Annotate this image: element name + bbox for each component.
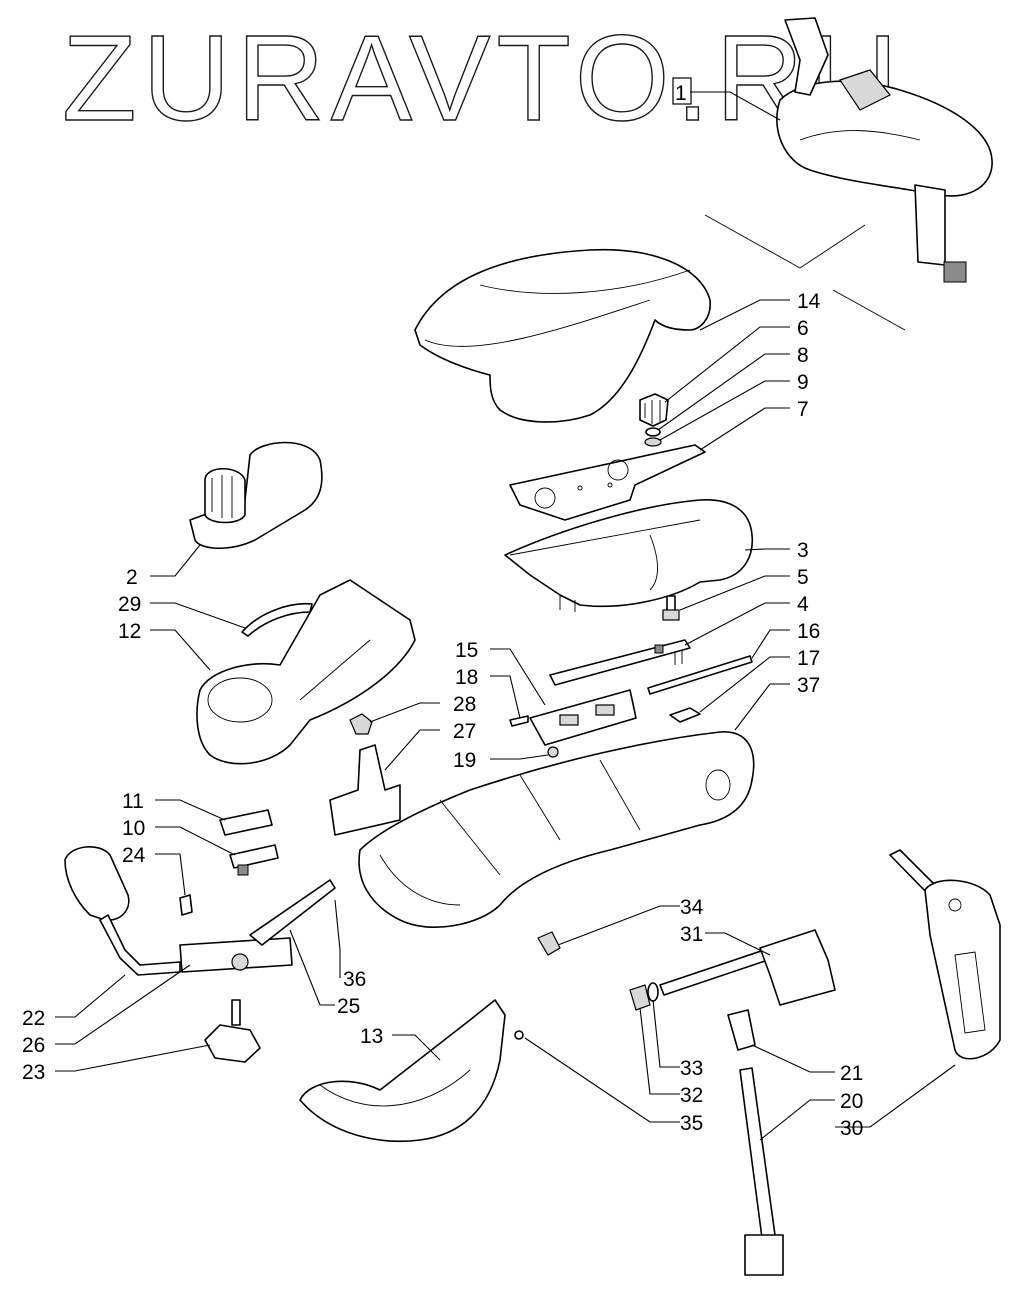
part-34-clip (537, 931, 561, 956)
callout-23: 23 (22, 1061, 45, 1084)
callout-9: 9 (797, 371, 809, 394)
callout-31: 31 (680, 923, 703, 946)
part-27-bracket (329, 744, 401, 836)
part-20-sensor-rod (739, 1067, 784, 1276)
callout-18: 18 (455, 666, 478, 689)
part-4-circuit-strip (549, 639, 691, 686)
part-11-plate (219, 809, 273, 836)
callout-20: 20 (840, 1090, 863, 1113)
part-23-knob (204, 999, 261, 1063)
part-7-plate (509, 444, 706, 521)
callout-6: 6 (797, 317, 809, 340)
part-3-cover-tray (504, 499, 754, 612)
callout-26: 26 (22, 1034, 45, 1057)
callout-17: 17 (797, 647, 820, 670)
part-13-lower-shell (299, 999, 506, 1143)
part-37-main-housing (358, 731, 755, 928)
callout-11: 11 (122, 790, 144, 813)
part-25-26-linkage (179, 879, 336, 973)
callout-1-box (672, 77, 692, 105)
watermark-text: ZURAVTO.RU (62, 10, 904, 146)
part-16-rod (647, 655, 753, 695)
callout-32: 32 (680, 1084, 703, 1107)
callout-25: 25 (337, 995, 360, 1018)
part-35-washer (514, 1030, 524, 1040)
part-8-washer (645, 427, 661, 437)
callout-labels: 1 14 6 8 9 7 3 5 4 16 17 37 15 18 28 27 … (22, 77, 863, 1140)
callout-36: 36 (343, 968, 366, 991)
part-17-clip (669, 707, 701, 723)
callout-24: 24 (122, 844, 146, 867)
callout-34: 34 (680, 896, 704, 919)
part-10-board (229, 844, 279, 876)
callout-5: 5 (797, 566, 809, 589)
leader-lines (55, 91, 956, 1141)
part-28-grommet (349, 713, 373, 735)
part-9-nut (644, 437, 662, 447)
callout-15: 15 (455, 639, 478, 662)
callout-22: 22 (22, 1007, 45, 1030)
callout-21: 21 (840, 1062, 863, 1085)
callout-16: 16 (797, 620, 820, 643)
callout-14: 14 (797, 290, 821, 313)
callout-1: 1 (675, 82, 687, 105)
part-33-washer (647, 982, 659, 1002)
part-31-arm (659, 929, 836, 1006)
part-18-bolt (509, 715, 529, 727)
part-30-bracket-plate (889, 849, 1001, 1060)
callout-13: 13 (360, 1025, 383, 1048)
part-15-switch-bracket (529, 689, 637, 746)
part-12-console (196, 579, 416, 765)
callout-37: 37 (797, 674, 820, 697)
callout-33: 33 (680, 1057, 703, 1080)
callout-8: 8 (797, 344, 809, 367)
callout-10: 10 (122, 817, 145, 840)
part-1-assembly (776, 17, 993, 283)
callout-35: 35 (680, 1112, 703, 1135)
part-19-nut (547, 746, 559, 758)
part-5-screw (662, 595, 680, 621)
part-24-screw (179, 894, 193, 916)
callout-27: 27 (453, 720, 476, 743)
callout-28: 28 (453, 693, 476, 716)
part-6-knob (639, 393, 669, 427)
callout-30: 30 (840, 1117, 863, 1140)
view-divider-lines (704, 214, 906, 331)
callout-12: 12 (118, 620, 141, 643)
callout-29: 29 (118, 593, 141, 616)
part-21-connector (727, 1009, 756, 1051)
part-14-lid (414, 248, 711, 423)
callout-2: 2 (126, 566, 138, 589)
callout-4: 4 (797, 593, 809, 616)
part-2-knob-housing (189, 441, 323, 550)
callout-3: 3 (797, 539, 809, 562)
callout-7: 7 (797, 398, 809, 421)
part-32-bushing (629, 984, 651, 1011)
callout-19: 19 (453, 749, 476, 772)
